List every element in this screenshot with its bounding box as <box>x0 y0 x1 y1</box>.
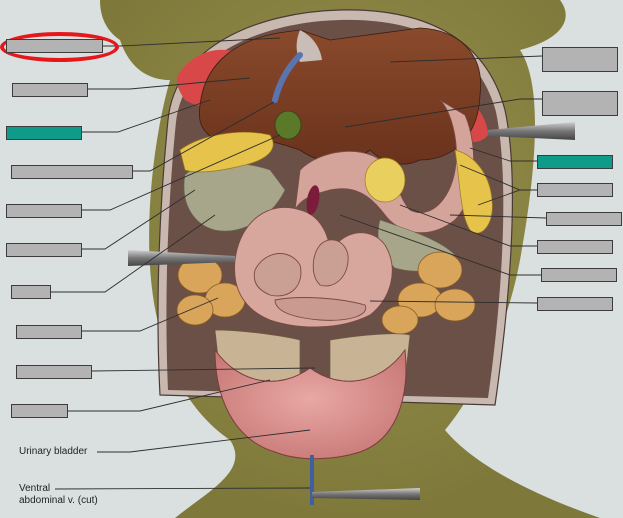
label-box-R4[interactable] <box>537 183 613 197</box>
label-box-R7[interactable] <box>541 268 617 282</box>
label-box-R6[interactable] <box>537 240 613 254</box>
label-box-R8[interactable] <box>537 297 613 311</box>
label-box-L8[interactable] <box>16 325 82 339</box>
label-box-R5[interactable] <box>546 212 622 226</box>
spleen <box>306 185 320 215</box>
fat-bodies <box>179 131 493 234</box>
urinary-bladder <box>214 348 407 460</box>
label-box-R1[interactable] <box>542 47 618 72</box>
label-box-L5[interactable] <box>6 204 82 218</box>
highlight-circle <box>0 32 119 62</box>
forceps-right <box>488 122 575 140</box>
label-box-L3[interactable] <box>6 126 82 140</box>
label-box-L7[interactable] <box>11 285 51 299</box>
label-box-R3[interactable] <box>537 155 613 169</box>
label-ventral-abdominal-v-line1: Ventral <box>19 483 51 494</box>
label-box-L10[interactable] <box>11 404 68 418</box>
label-box-L2[interactable] <box>12 83 88 97</box>
label-box-L4[interactable] <box>11 165 133 179</box>
label-box-L1[interactable] <box>6 39 103 53</box>
label-ventral-abdominal-v-line2: abdominal v. (cut) <box>19 495 98 506</box>
label-box-L6[interactable] <box>6 243 82 257</box>
label-urinary-bladder: Urinary bladder <box>19 446 88 457</box>
hepatic-vein <box>272 52 303 103</box>
gallbladder <box>274 110 302 140</box>
forceps-bottom <box>312 488 420 500</box>
forceps-left <box>128 250 235 266</box>
falciform-ligament <box>296 30 322 62</box>
large-intestine-coils <box>176 251 476 335</box>
label-box-R2[interactable] <box>542 91 618 116</box>
label-box-L9[interactable] <box>16 365 92 379</box>
leader-lines <box>51 37 547 490</box>
small-intestine <box>234 207 393 328</box>
